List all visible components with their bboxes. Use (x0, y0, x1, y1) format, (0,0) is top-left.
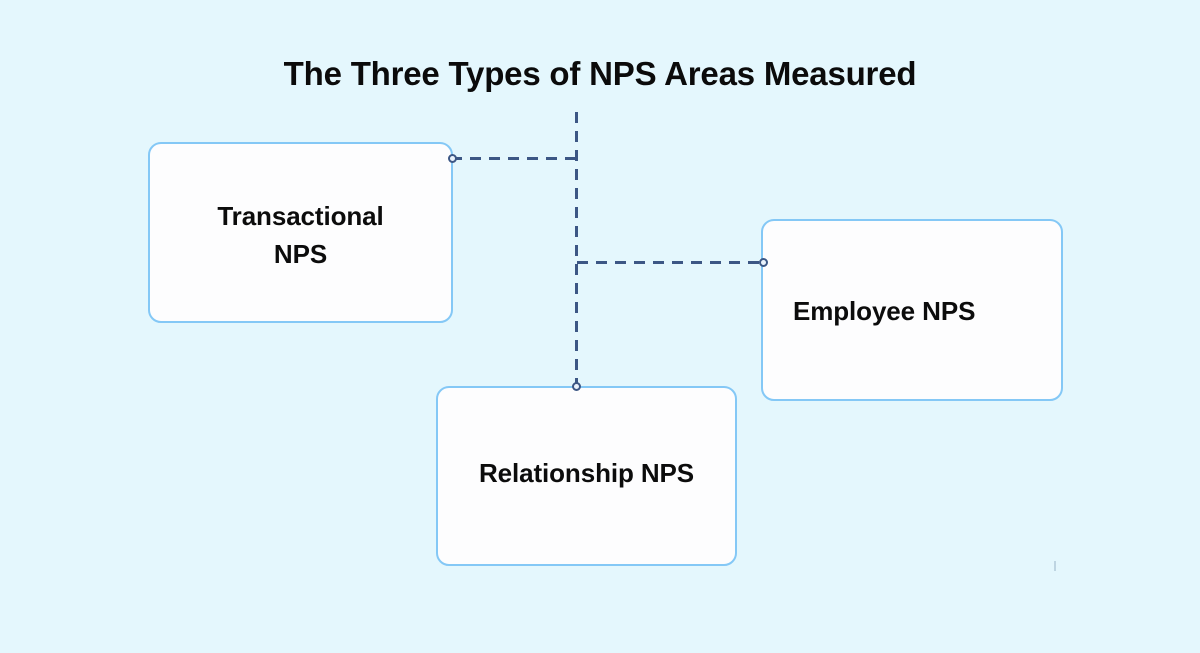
connector-port-relationship-icon[interactable] (572, 382, 581, 391)
node-transactional-nps-label-line1: Transactional (217, 201, 384, 231)
node-employee-nps[interactable]: Employee NPS (761, 219, 1063, 401)
node-employee-nps-label: Employee NPS (793, 296, 976, 326)
node-transactional-nps-label-line2: NPS (273, 239, 328, 269)
page-title: The Three Types of NPS Areas Measured (283, 55, 917, 92)
node-relationship-nps-label: Relationship NPS (478, 458, 695, 488)
stray-mark (1054, 561, 1056, 571)
connector-port-employee-icon[interactable] (759, 258, 768, 267)
connector-port-transactional-icon[interactable] (448, 154, 457, 163)
node-relationship-nps[interactable]: Relationship NPS (436, 386, 737, 566)
